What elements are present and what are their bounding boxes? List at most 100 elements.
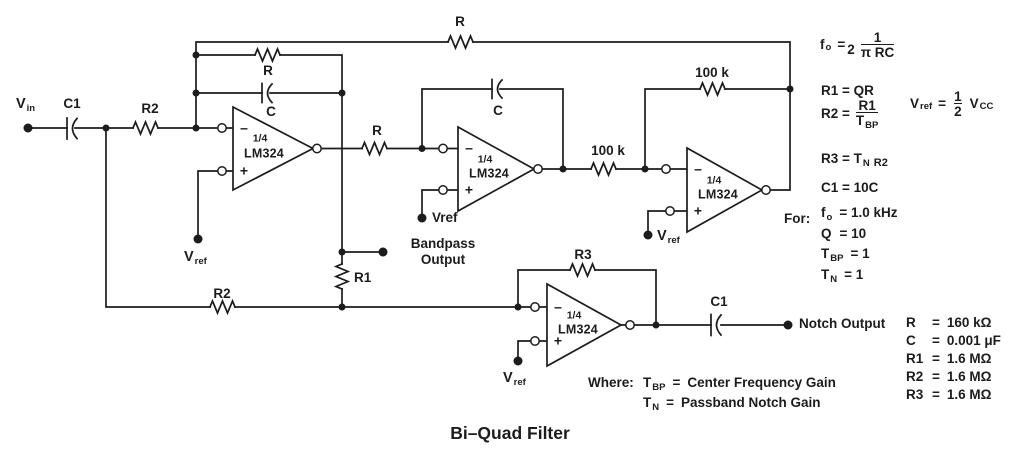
vref-sub: ref — [667, 235, 680, 246]
where-line-tn: TN=Passband Notch Gain — [643, 395, 836, 414]
opamp1-plus: + — [239, 162, 249, 179]
opamp2-inverting-pin — [438, 143, 448, 154]
vrefeq-unit-sub: CC — [979, 101, 994, 113]
eq: = — [932, 351, 940, 366]
opamp4-output-pin — [625, 320, 635, 330]
opamp4-minus: – — [554, 298, 562, 315]
junction-dot — [192, 89, 200, 97]
opamp2-fraction: 1/4 — [477, 152, 493, 165]
vref-sub: ref — [513, 377, 526, 388]
capacitor-c-feedback2 — [491, 78, 504, 100]
base: T — [821, 266, 830, 282]
value-row-r3: R3=1.6 MΩ — [906, 388, 1001, 402]
resistor-100k-feedback — [698, 80, 727, 98]
resistor-r2-bottom — [208, 298, 237, 316]
opamp1-triangle — [232, 105, 315, 192]
for-line-tbp: TBP= 1 — [821, 246, 897, 265]
f0-num: 1 — [873, 30, 882, 45]
opamp4-triangle — [546, 282, 623, 368]
capacitor-c1-input — [66, 117, 79, 140]
junction-dot — [192, 51, 200, 59]
opamp1-part: LM324 — [244, 145, 284, 160]
resistor-r1 — [333, 262, 351, 291]
r2eq-num: R1 — [858, 98, 876, 113]
junction-dot — [786, 85, 794, 93]
sub: o — [826, 212, 833, 223]
sub: BP — [830, 253, 844, 264]
terminal-vref-opamp2 — [417, 213, 427, 223]
rest: = 1.0 kHz — [839, 205, 898, 220]
rest: = 1 — [850, 246, 870, 261]
r-feedback1-label: R — [263, 62, 273, 78]
value: 1.6 MΩ — [946, 369, 992, 384]
value-row-r1: R1 = 1.6 MΩ — [906, 352, 1001, 366]
capacitor-c1-output — [710, 313, 723, 337]
formula-r1: R1 = QR — [821, 83, 874, 98]
junction-dot — [338, 89, 346, 97]
r3eq-pre: R3 = T — [821, 151, 862, 166]
r2-bottom-label: R2 — [213, 285, 231, 301]
resistor-r-feedback-outer — [446, 33, 475, 51]
where-definitions: TBP=Center Frequency Gain TN=Passband No… — [643, 376, 836, 416]
opamp4-fraction: 1/4 — [566, 308, 582, 321]
opamp2-plus: + — [464, 181, 474, 198]
base: Q — [821, 225, 832, 241]
vref-base: V — [657, 228, 667, 244]
r2eq-den-base: T — [855, 113, 865, 128]
junction-dot — [338, 303, 346, 311]
c-feedback2-label: C — [493, 102, 503, 118]
junction-dot — [514, 303, 522, 311]
value: 1.6 MΩ — [946, 351, 992, 366]
opamp3-inverting-pin — [661, 164, 671, 174]
value-row-r: R=160 kΩ — [906, 316, 1001, 330]
vin-label: Vin — [16, 96, 36, 114]
c1-input-label: C1 — [63, 95, 81, 111]
eq: = — [932, 315, 940, 330]
junction-dot — [338, 248, 346, 256]
opamp4-part: LM324 — [558, 322, 598, 337]
vrefeq-den: 2 — [954, 103, 962, 119]
base: T — [643, 395, 652, 410]
formula-c1: C1 = 10C — [821, 180, 879, 195]
vin-sub: in — [26, 103, 36, 114]
for-values: fo= 1.0 kHz Q= 10 TBP= 1 TN= 1 — [821, 206, 897, 288]
sub: N — [830, 273, 838, 285]
r2-input-label: R2 — [141, 100, 159, 116]
opamp3-output-pin — [761, 185, 771, 195]
junction-dot — [418, 145, 426, 152]
opamp1-noninverting-pin — [217, 166, 227, 176]
capacitor-c-feedback1 — [261, 82, 274, 104]
bandpass-line1: Bandpass — [410, 236, 476, 251]
sub: N — [652, 402, 660, 413]
resistor-r-series — [360, 140, 389, 157]
c1-output-label: C1 — [710, 293, 728, 309]
opamp1-output-pin — [312, 143, 322, 154]
junction-dot — [559, 165, 567, 173]
for-label: For: — [784, 211, 811, 226]
vrefeq-sub: ref — [920, 101, 933, 113]
f0-den: π RC — [860, 44, 895, 60]
name: R1 — [906, 351, 924, 366]
eq: = — [672, 375, 681, 390]
value-row-c: C=0.001 μF — [906, 334, 1001, 348]
f0-sub: o — [825, 42, 832, 54]
for-line-tn: TN= 1 — [821, 266, 897, 285]
opamp3-plus: + — [693, 202, 703, 219]
resistor-100k-series — [589, 160, 618, 178]
opamp2-output-pin — [533, 164, 543, 174]
wire-network — [31, 41, 791, 358]
f0-coef: 2 — [847, 42, 855, 58]
opamp1-inverting-pin — [217, 123, 227, 133]
junction-dot — [192, 124, 200, 132]
r3eq-sub: N — [862, 158, 870, 169]
vref-label-opamp2: Vref — [432, 210, 458, 225]
text: Passband Notch Gain — [681, 395, 821, 410]
opamp2-part: LM324 — [469, 166, 509, 181]
